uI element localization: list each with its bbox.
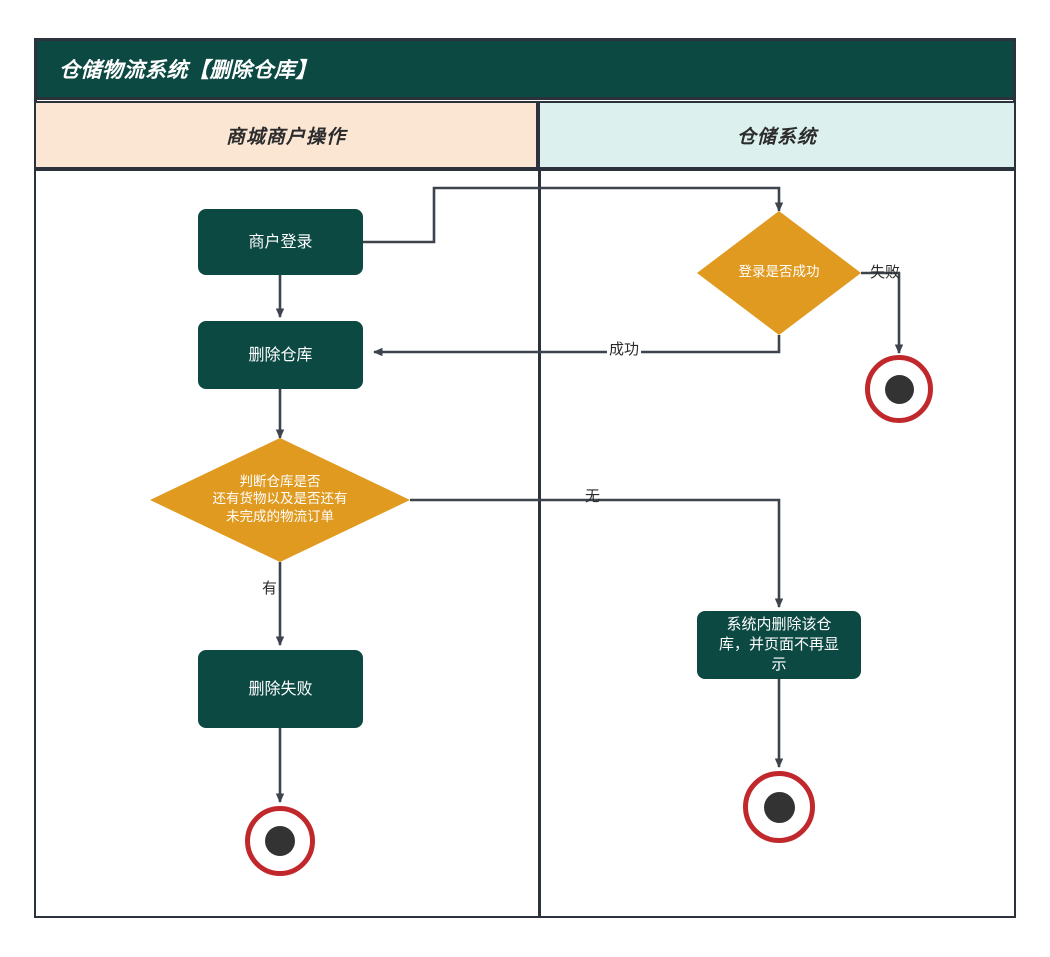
node-label: 判断仓库是否 还有货物以及是否还有 未完成的物流订单 [212,474,348,525]
node-merchant-login[interactable]: 商户登录 [198,209,363,275]
edge-label-check-yes: 有 [262,579,278,597]
node-system-delete[interactable]: 系统内删除该仓 库，并页面不再显 示 [697,611,861,679]
node-end-left[interactable] [245,806,315,876]
swimlane-divider [538,169,541,918]
edge-label-login-fail: 失败 [870,263,901,281]
swimlane-label-warehouse: 仓储系统 [736,125,817,148]
node-end-right-done[interactable] [743,771,815,843]
node-login-success[interactable]: 登录是否成功 [697,211,861,335]
edge-label-check-none: 无 [585,487,601,505]
node-label: 商户登录 [248,232,313,252]
edge-label-login-success: 成功 [607,340,642,358]
node-label: 系统内删除该仓 库，并页面不再显 示 [718,615,839,673]
end-node-core [763,791,795,823]
swimlane-header-merchant: 商城商户操作 [34,101,538,169]
node-label: 删除失败 [248,679,313,699]
node-check-warehouse[interactable]: 判断仓库是否 还有货物以及是否还有 未完成的物流订单 [150,438,410,562]
swimlane-label-merchant: 商城商户操作 [225,125,346,148]
node-delete-warehouse[interactable]: 删除仓库 [198,321,363,389]
node-end-right-fail[interactable] [865,355,933,423]
diagram-title-bar: 仓储物流系统【删除仓库】 [34,38,1016,100]
node-label: 删除仓库 [248,345,313,365]
page-title: 仓储物流系统【删除仓库】 [59,58,317,82]
end-node-core [265,826,295,856]
node-delete-failed[interactable]: 删除失败 [198,650,363,728]
swimlane-header-warehouse: 仓储系统 [538,101,1016,169]
node-label: 登录是否成功 [738,264,820,281]
end-node-core [884,374,914,404]
